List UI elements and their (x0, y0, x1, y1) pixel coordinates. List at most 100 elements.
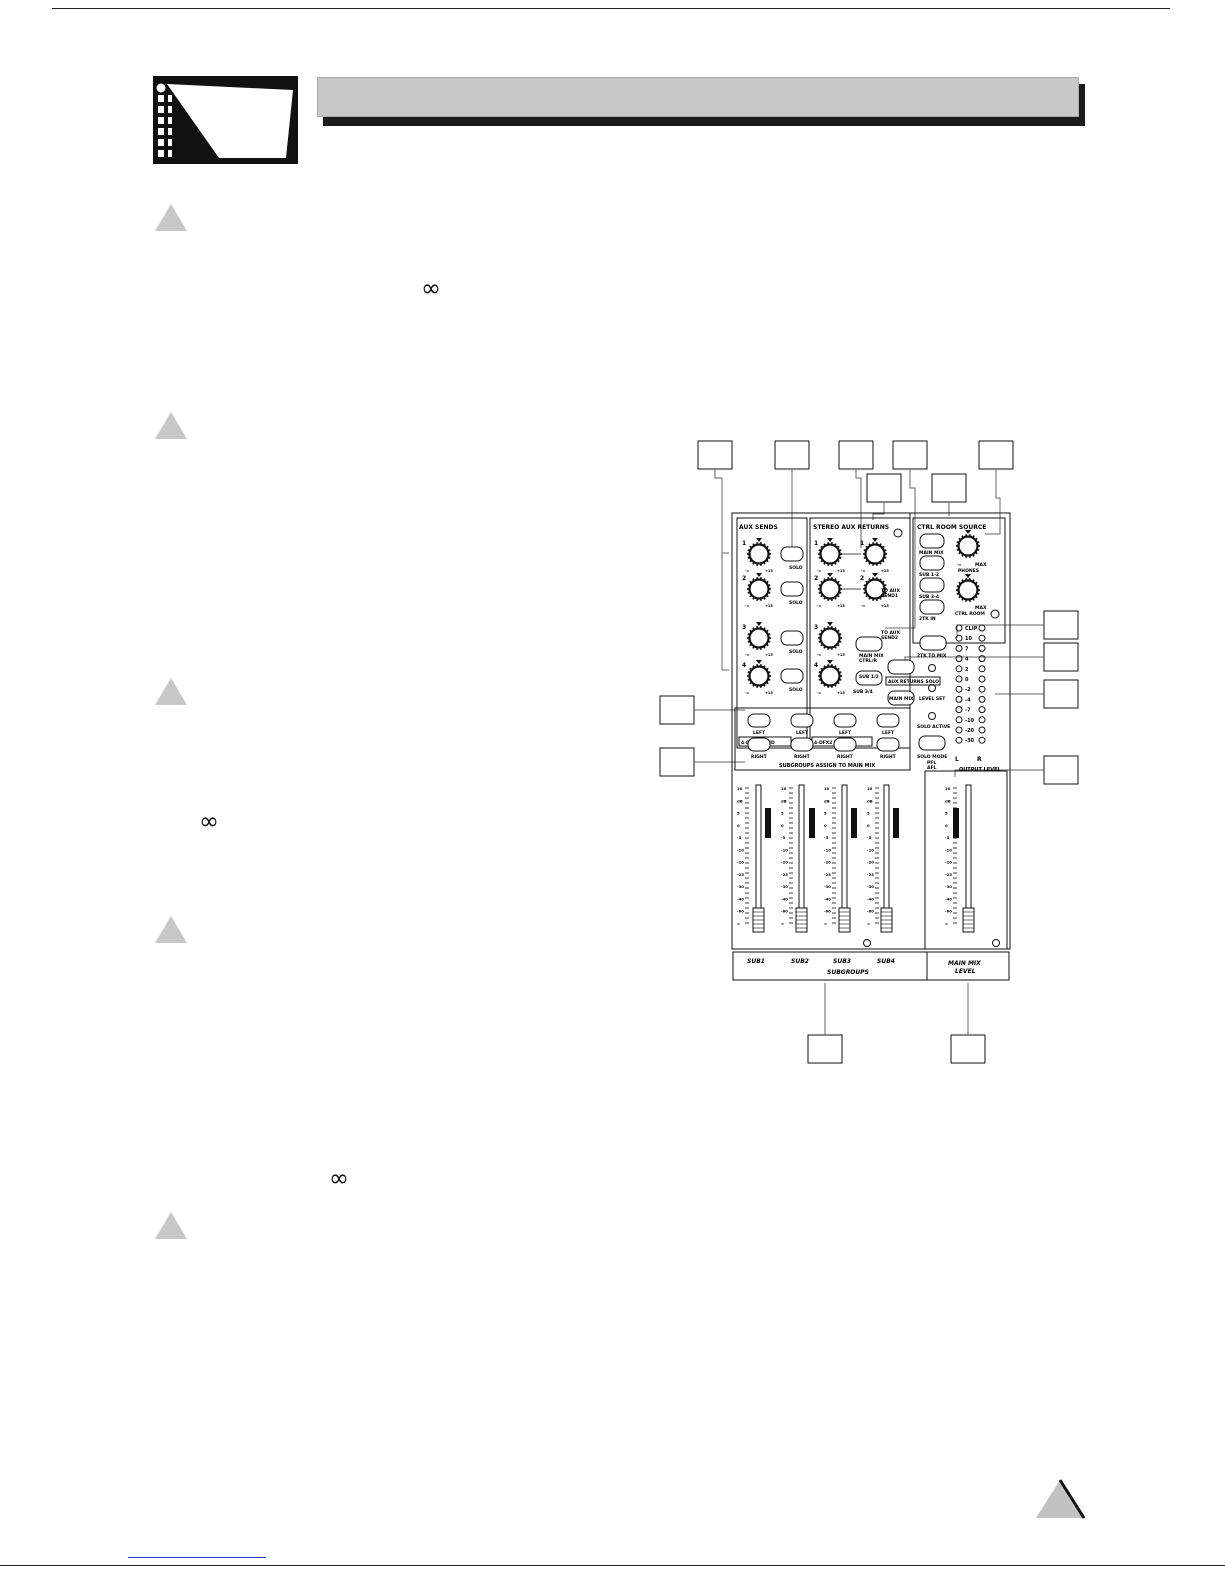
fader-scale-label: -40 (737, 896, 744, 901)
solo-label: SOLO (789, 649, 803, 655)
ctrl-room-source-button[interactable] (919, 533, 945, 549)
return-knob[interactable] (818, 660, 842, 688)
meter-title: OUTPUT LEVEL (959, 767, 1001, 773)
meter-led-right (978, 736, 986, 744)
fader-scale-label: -10 (945, 847, 952, 852)
callout-box (1043, 679, 1079, 709)
ctrl-room-source-button[interactable] (919, 599, 945, 615)
meter-label: 4 (965, 657, 969, 663)
main-mix-level-a: MAIN MIX (948, 960, 981, 967)
aux-send-solo-button[interactable] (780, 630, 804, 646)
ctrl-room-knob[interactable] (956, 574, 980, 602)
ctrl-room-source-button[interactable] (919, 555, 945, 571)
sub34-label: SUB 3/4 (853, 689, 873, 695)
sub12-label: SUB 1/2 (859, 674, 879, 680)
fader-scale-label: -5 (867, 835, 872, 840)
fader-scale-label: -10 (737, 847, 744, 852)
fader-scale-label: -20 (824, 860, 831, 865)
fader-scale-label: -25 (737, 872, 744, 877)
return-knob[interactable] (818, 573, 842, 601)
assign-right-label: RIGHT (880, 754, 897, 760)
ctrl-room-source-button[interactable] (919, 577, 945, 593)
ctrl-r-label: CTRL/R (859, 658, 877, 664)
aux-send-knob[interactable] (747, 622, 771, 650)
assign-right-label: RIGHT (794, 754, 811, 760)
assign-right-button[interactable] (876, 737, 900, 752)
callout-box (697, 440, 733, 470)
to-aux-send2-b: SEND2 (881, 635, 898, 641)
meter-label: -7 (965, 708, 971, 714)
callout-box (892, 440, 928, 470)
fader-scale-label: 10 (737, 786, 743, 791)
phones-knob[interactable] (956, 530, 980, 558)
assign-right-button[interactable] (833, 737, 857, 752)
main-mix-level-b: LEVEL (955, 968, 976, 975)
aux-send-solo-button[interactable] (780, 546, 804, 562)
assign-left-button[interactable] (876, 713, 900, 728)
return-main-mix-2-button[interactable] (887, 690, 915, 706)
aux-send-number: 3 (742, 624, 746, 631)
solo-mode-button[interactable] (918, 735, 946, 751)
fader-scale-label: -30 (737, 884, 744, 889)
aux-send-solo-button[interactable] (780, 668, 804, 684)
stereo-aux-returns-title: STEREO AUX RETURNS (813, 524, 889, 531)
assign-left-button[interactable] (747, 713, 771, 728)
aux-send-number: 2 (742, 575, 746, 582)
return-sub12-button[interactable] (855, 670, 883, 686)
section-bullet-triangle-icon (155, 1212, 187, 1239)
assign-left-button[interactable] (833, 713, 857, 728)
footer-link-underline[interactable] (128, 1557, 266, 1558)
fader-scale-label: -20 (867, 860, 874, 865)
return-main-mix-button[interactable] (855, 636, 883, 652)
assign-left-label: LEFT (839, 730, 852, 736)
aux-send-solo-button[interactable] (780, 581, 804, 597)
to-aux-knob[interactable] (863, 538, 887, 566)
return-knob[interactable] (818, 622, 842, 650)
meter-led-left (955, 624, 963, 632)
aux-send-knob[interactable] (747, 660, 771, 688)
fader-scale-label: -10 (824, 847, 831, 852)
fader-scale-label: 0 (824, 823, 827, 828)
knob-max: +15 (765, 604, 773, 608)
to-aux-knob[interactable] (863, 573, 887, 601)
meter-label: -30 (965, 738, 975, 744)
return-knob[interactable] (818, 538, 842, 566)
meter-label: 0 (965, 677, 969, 683)
meter-label: -20 (965, 728, 975, 734)
fader-scale-label: dB (824, 798, 830, 803)
meter-led-right (978, 685, 986, 693)
fader-scale-label: ∞ (824, 921, 827, 926)
knob-min: -∞ (861, 604, 865, 608)
solo-label: SOLO (789, 600, 803, 606)
aux-send-knob[interactable] (747, 573, 771, 601)
section-bullet-triangle-icon (155, 204, 187, 231)
ctrl-room-label: CTRL ROOM (955, 611, 985, 617)
assign-right-button[interactable] (790, 737, 814, 752)
aux-send-knob[interactable] (747, 538, 771, 566)
aux-returns-solo-button[interactable] (887, 659, 915, 675)
fader-scale-label: 5 (737, 811, 740, 816)
knob-max: +15 (765, 691, 773, 695)
fader-screw-icon (992, 939, 1000, 947)
assign-left-button[interactable] (790, 713, 814, 728)
2tk-to-mix-button[interactable] (919, 635, 947, 651)
assign-right-button[interactable] (747, 737, 771, 752)
fader-scale-label: 10 (781, 786, 787, 791)
meter-led-right (978, 665, 986, 673)
fader-scale-label: -5 (781, 835, 786, 840)
assign-left-label: LEFT (753, 730, 766, 736)
subgroups-title: SUBGROUPS (827, 969, 869, 976)
main-fader-section (924, 770, 1008, 950)
main-mix-label: MAIN MIX (859, 653, 884, 659)
fader-scale-label: -5 (824, 835, 829, 840)
fader-scale-label: 0 (781, 823, 784, 828)
solo-label: SOLO (789, 565, 803, 571)
knob-min: -∞ (957, 563, 961, 567)
